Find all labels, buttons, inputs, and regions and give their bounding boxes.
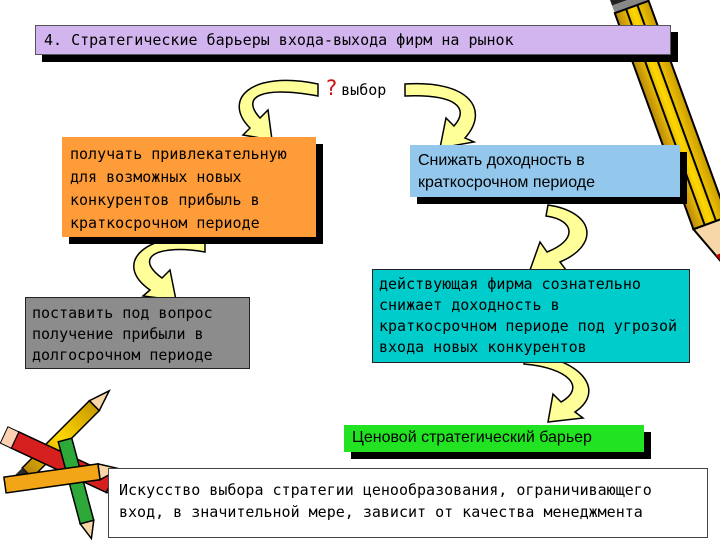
curved-arrow-icon	[528, 204, 588, 271]
profit-box: получать привлекательную для возможных н…	[62, 137, 316, 237]
incumbent-firm-box: действующая фирма сознательно снижает до…	[372, 269, 690, 363]
choice-label: ?выбор	[326, 76, 386, 100]
curved-arrow-icon	[133, 237, 206, 301]
curved-arrow-icon	[523, 352, 590, 423]
curved-arrow-icon	[238, 79, 319, 141]
conclusion-box: Искусство выбора стратегии ценообразован…	[108, 468, 708, 538]
curved-arrow-icon	[404, 82, 477, 149]
slide-title: 4. Стратегические барьеры входа-выхода ф…	[35, 25, 671, 55]
choice-text: выбор	[341, 81, 387, 99]
reduce-yield-box: Снижать доходность в краткосрочном перио…	[410, 145, 680, 197]
pencil-icon	[57, 437, 95, 540]
price-barrier-box: Ценовой стратегический барьер	[344, 425, 644, 452]
question-profit-box: поставить под вопрос получение прибыли в…	[25, 297, 250, 369]
question-mark: ?	[326, 76, 338, 100]
